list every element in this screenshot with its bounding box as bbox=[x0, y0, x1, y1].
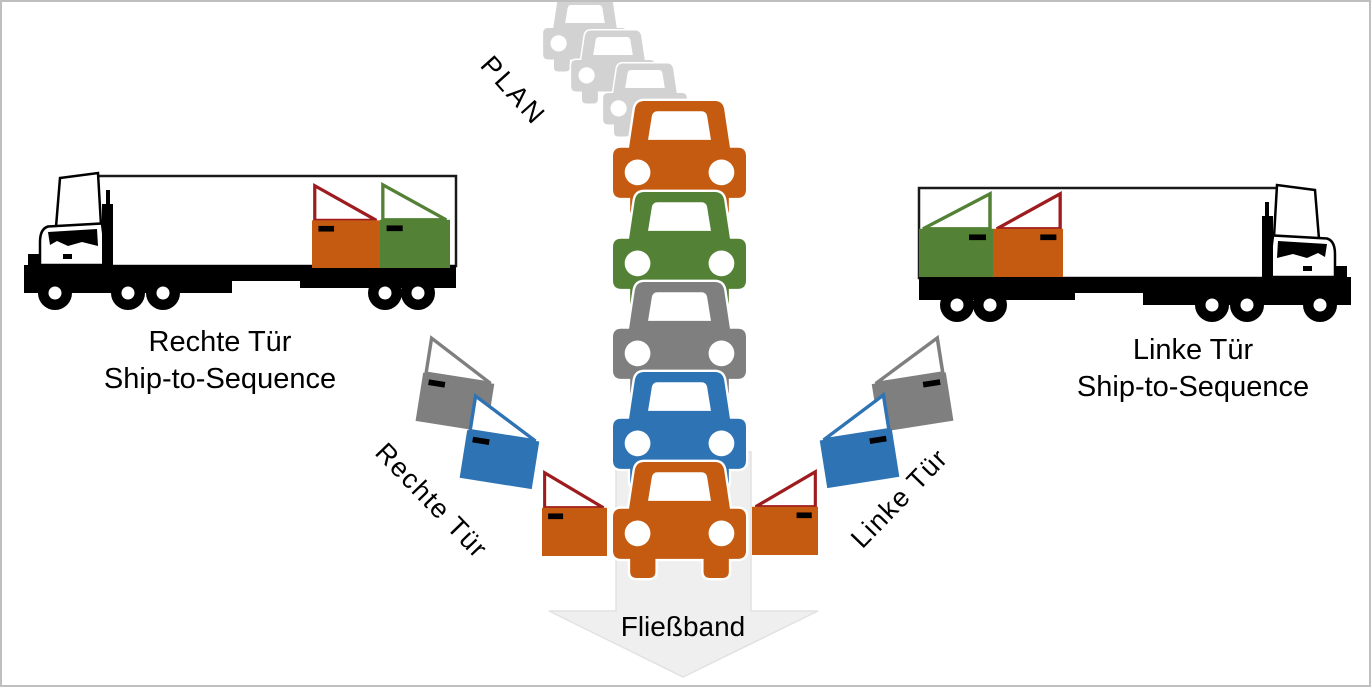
wind-deflector bbox=[54, 171, 103, 229]
right-truck-door-orange bbox=[993, 190, 1063, 277]
line-door-left-gray bbox=[866, 334, 954, 433]
left-truck-label-line2: Ship-to-Sequence bbox=[103, 363, 337, 395]
left-truck-door-green bbox=[380, 181, 450, 268]
assembly-car-blue bbox=[608, 368, 751, 492]
line-door-right-orange bbox=[542, 469, 607, 556]
left-truck-label: Rechte Tür Ship-to-Sequence bbox=[55, 324, 385, 398]
assembly-car-orange bbox=[608, 458, 751, 582]
line-door-right-gray bbox=[415, 334, 501, 433]
line-door-left-blue bbox=[814, 391, 900, 489]
cab-window bbox=[48, 229, 98, 246]
wind-deflector bbox=[1272, 183, 1321, 241]
right-truck-door-green bbox=[919, 190, 993, 277]
cab-window bbox=[1277, 241, 1327, 258]
left-truck-door-orange bbox=[312, 182, 380, 268]
conveyor-label: Fließband bbox=[620, 611, 746, 642]
line-door-right-blue bbox=[459, 392, 546, 490]
right-truck-label-line2: Ship-to-Sequence bbox=[1076, 371, 1310, 403]
line-door-left-orange bbox=[752, 468, 818, 555]
right-truck-label-line1: Linke Tür bbox=[1132, 334, 1254, 366]
right-truck-label: Linke Tür Ship-to-Sequence bbox=[1028, 332, 1358, 406]
assembly-car-gray bbox=[608, 278, 751, 402]
left-truck-label-line1: Rechte Tür bbox=[148, 326, 292, 358]
left-truck bbox=[10, 168, 460, 316]
